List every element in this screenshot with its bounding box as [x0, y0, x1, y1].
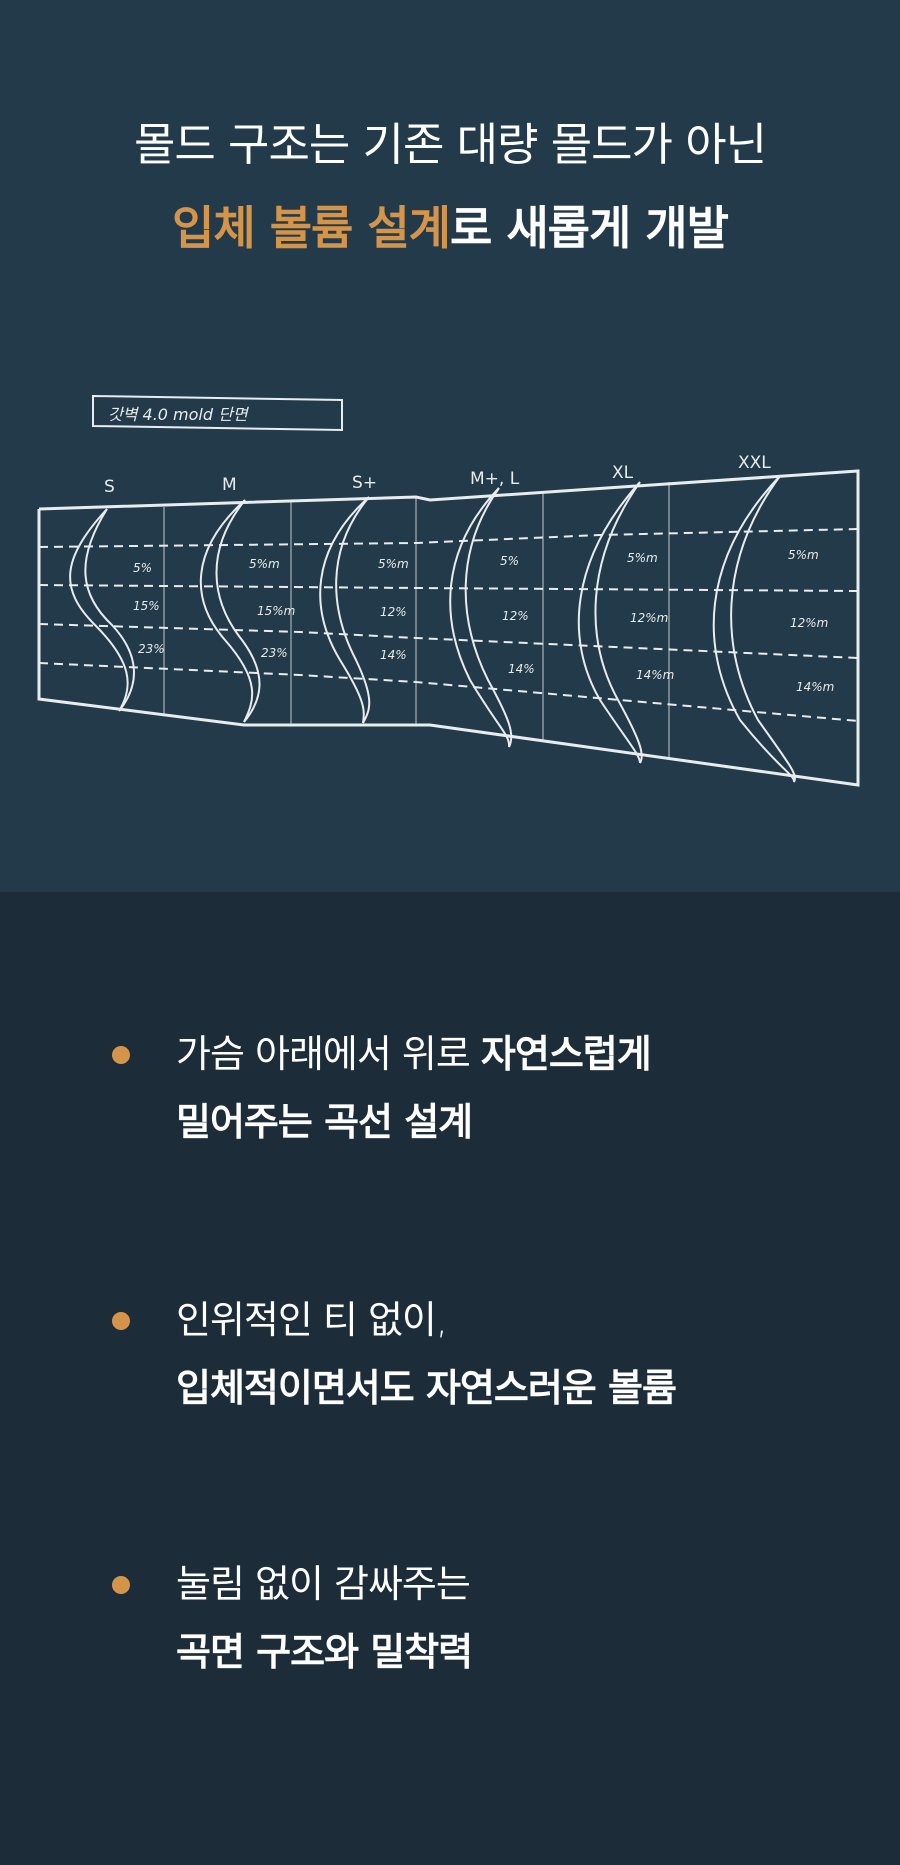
sketch-label: 갓벽 4.0 mold 단면	[108, 405, 250, 424]
bullet-dot-icon	[112, 1576, 130, 1594]
heading-line-1: 몰드 구조는 기존 대량 몰드가 아닌	[133, 118, 767, 171]
percent-label: 5%m	[378, 557, 409, 571]
size-label: M+, L	[470, 469, 520, 489]
size-label: M	[222, 475, 237, 495]
bullet-dot-icon	[112, 1046, 130, 1064]
percent-label: 5%m	[249, 557, 280, 571]
feature-item: 인위적인 티 없이, 입체적이면서도 자연스러운 볼륨	[112, 1286, 677, 1422]
size-labels: S M S+ M+, L XL XXL	[104, 453, 771, 497]
feature-text-line-2: 밀어주는 곡선 설계	[176, 1100, 473, 1144]
percent-label: 14%m	[636, 668, 674, 682]
percent-label: 23%	[138, 642, 165, 656]
percent-label: 5%	[133, 561, 152, 575]
mold-cross-section-sketch: 갓벽 4.0 mold 단면	[37, 394, 860, 787]
feature-text-light: 눌림 없이 감싸주는	[176, 1562, 471, 1606]
heading-line-2: 입체 볼륨 설계로 새롭게 개발	[0, 192, 900, 258]
sketch-frame	[37, 469, 860, 787]
feature-text-light: 가슴 아래에서 위로	[176, 1032, 481, 1076]
bust-curves	[69, 475, 796, 783]
bullet-dot-icon	[112, 1312, 130, 1330]
percent-labels: 5% 15% 23% 5%m 15%m 23% 5%m 12% 14% 5% 1…	[133, 548, 834, 694]
percent-label: 12%	[380, 605, 407, 619]
features-section: 가슴 아래에서 위로 자연스럽게 밀어주는 곡선 설계 인위적인 티 없이, 입…	[0, 892, 900, 1865]
percent-label: 12%	[502, 609, 529, 623]
hero-section: 몰드 구조는 기존 대량 몰드가 아닌 입체 볼륨 설계로 새롭게 개발 갓벽 …	[0, 0, 900, 892]
percent-label: 12%m	[630, 611, 668, 625]
feature-text-bold: 자연스럽게	[480, 1032, 652, 1076]
dashed-guides	[38, 528, 859, 722]
feature-text-line-2: 입체적이면서도 자연스러운 볼륨	[176, 1366, 677, 1410]
feature-text-line-2: 곡면 구조와 밀착력	[176, 1630, 473, 1674]
percent-label: 15%m	[257, 604, 295, 618]
sketch-label-box: 갓벽 4.0 mold 단면	[92, 394, 343, 432]
size-label: XL	[612, 463, 634, 483]
percent-label: 14%	[508, 662, 535, 676]
percent-label: 15%	[133, 599, 160, 613]
feature-item: 가슴 아래에서 위로 자연스럽게 밀어주는 곡선 설계	[112, 1020, 652, 1156]
percent-label: 14%m	[796, 680, 834, 694]
percent-label: 12%m	[790, 616, 828, 630]
heading-accent: 입체 볼륨 설계	[172, 201, 451, 255]
size-label: S+	[352, 473, 377, 493]
feature-item: 눌림 없이 감싸주는 곡면 구조와 밀착력	[112, 1550, 473, 1686]
column-dividers	[163, 482, 670, 760]
percent-label: 14%	[380, 648, 407, 662]
percent-label: 23%	[261, 646, 288, 660]
heading-rest: 로 새롭게 개발	[450, 201, 729, 255]
percent-label: 5%m	[627, 551, 658, 565]
feature-text-light: 인위적인 티 없이,	[176, 1298, 448, 1342]
size-label: XXL	[738, 453, 771, 473]
percent-label: 5%	[500, 554, 519, 568]
percent-label: 5%m	[788, 548, 819, 562]
size-label: S	[104, 477, 115, 497]
